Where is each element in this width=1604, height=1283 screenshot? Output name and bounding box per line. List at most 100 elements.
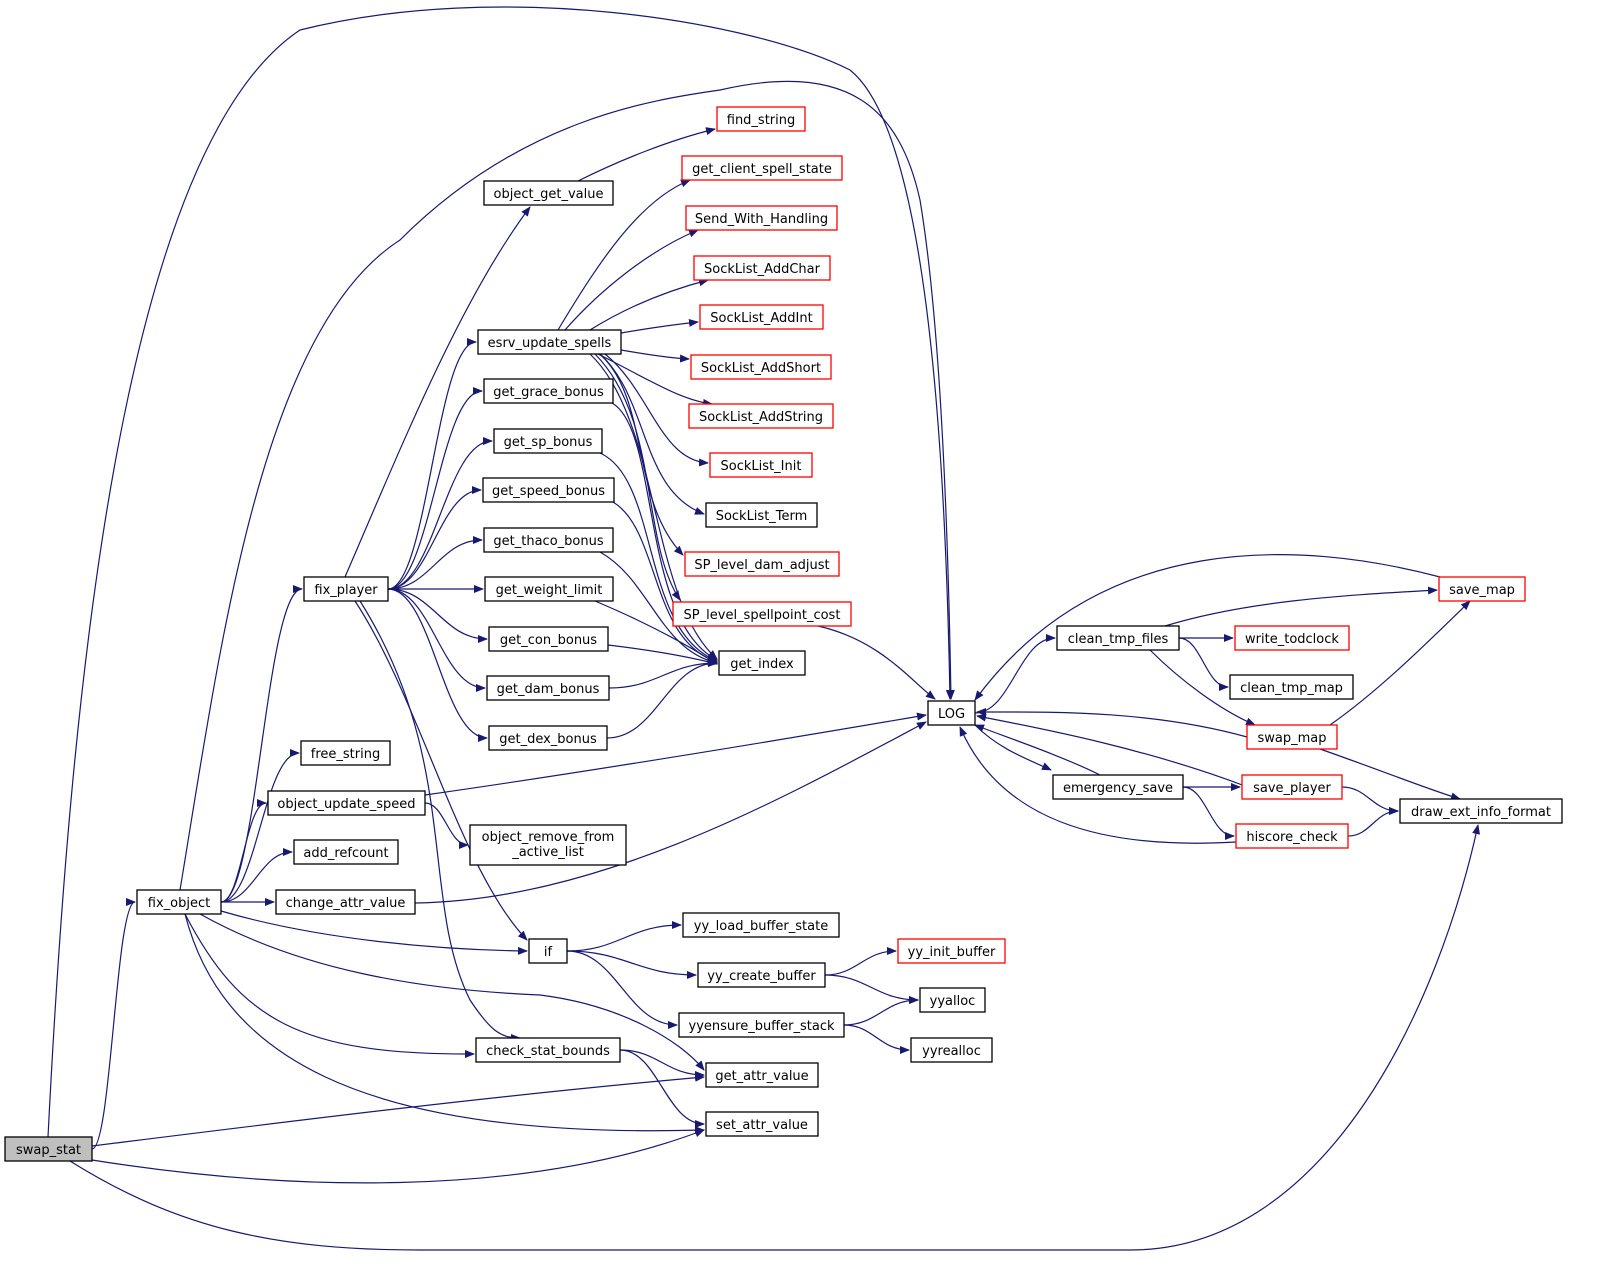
- node-yy_load_buffer_state[interactable]: yy_load_buffer_state: [682, 912, 840, 938]
- node-box: [528, 938, 568, 964]
- edge-fix_player-to-get_grace_bonus: [387, 387, 483, 590]
- edge-fix_object-to-free_string: [220, 749, 300, 903]
- node-box: [267, 790, 426, 816]
- node-label: get_index: [730, 657, 794, 672]
- node-yyalloc[interactable]: yyalloc: [919, 987, 986, 1013]
- node-label: get_speed_bonus: [492, 484, 605, 499]
- node-label: get_grace_bonus: [493, 385, 604, 400]
- node-SockList_AddInt[interactable]: SockList_AddInt: [699, 304, 824, 330]
- edge-yy_create_buffer-to-yy_init_buffer: [824, 947, 897, 976]
- node-box: [681, 155, 843, 181]
- node-get_dam_bonus[interactable]: get_dam_bonus: [486, 675, 610, 701]
- node-box: [684, 551, 840, 577]
- node-get_grace_bonus[interactable]: get_grace_bonus: [483, 378, 614, 404]
- node-label: swap_stat: [16, 1143, 81, 1158]
- node-SockList_AddShort[interactable]: SockList_AddShort: [690, 354, 832, 380]
- node-get_client_spell_state[interactable]: get_client_spell_state: [681, 155, 843, 181]
- node-box: [486, 675, 610, 701]
- node-box: [482, 477, 615, 503]
- node-box: [685, 205, 838, 231]
- node-set_attr_value[interactable]: set_attr_value: [705, 1111, 819, 1137]
- node-draw_ext_info_format[interactable]: draw_ext_info_format: [1399, 798, 1563, 824]
- node-object_update_speed[interactable]: object_update_speed: [267, 790, 426, 816]
- node-label: fix_object: [148, 896, 210, 911]
- node-label: find_string: [727, 113, 796, 128]
- node-box: [488, 626, 609, 652]
- node-label: SP_level_dam_adjust: [694, 558, 829, 573]
- node-check_stat_bounds[interactable]: check_stat_bounds: [475, 1037, 621, 1063]
- node-yy_create_buffer[interactable]: yy_create_buffer: [697, 962, 826, 988]
- node-label: object_get_value: [494, 187, 604, 202]
- edge-swap_map-to-LOG: [976, 707, 1248, 738]
- node-object_get_value[interactable]: object_get_value: [483, 180, 614, 206]
- node-label: yy_create_buffer: [707, 969, 816, 984]
- node-SockList_Init[interactable]: SockList_Init: [709, 452, 813, 478]
- node-save_player[interactable]: save_player: [1241, 774, 1343, 800]
- edge-check_stat_bounds-to-get_attr_value: [619, 1049, 705, 1079]
- node-box: [1241, 774, 1343, 800]
- node-add_refcount[interactable]: add_refcount: [293, 839, 399, 865]
- node-box: [477, 329, 622, 355]
- node-change_attr_value[interactable]: change_attr_value: [275, 889, 416, 915]
- node-box: [1246, 724, 1338, 750]
- node-Send_With_Handling[interactable]: Send_With_Handling: [685, 205, 838, 231]
- node-box: [1235, 823, 1349, 849]
- edge-esrv_update_spells-to-Send_With_Handling: [564, 229, 699, 331]
- node-SockList_AddChar[interactable]: SockList_AddChar: [693, 255, 831, 281]
- nodes-layer: swap_stat fix_object fix_player free_string…: [4, 106, 1563, 1162]
- node-object_remove_from_active_list[interactable]: object_remove_from_active_list: [469, 824, 627, 866]
- node-fix_object[interactable]: fix_object: [136, 889, 222, 915]
- node-box: [1234, 625, 1350, 651]
- node-esrv_update_spells[interactable]: esrv_update_spells: [477, 329, 622, 355]
- node-label: change_attr_value: [286, 896, 406, 911]
- node-label: draw_ext_info_format: [1411, 805, 1551, 820]
- node-get_con_bonus[interactable]: get_con_bonus: [488, 626, 609, 652]
- node-fix_player[interactable]: fix_player: [303, 576, 389, 602]
- node-yyrealloc[interactable]: yyrealloc: [910, 1037, 993, 1063]
- node-swap_stat[interactable]: swap_stat: [4, 1136, 93, 1162]
- node-hiscore_check[interactable]: hiscore_check: [1235, 823, 1349, 849]
- node-SP_level_spellpoint_cost[interactable]: SP_level_spellpoint_cost: [672, 601, 852, 627]
- node-free_string[interactable]: free_string: [300, 740, 391, 766]
- node-label: object_remove_from: [482, 830, 615, 845]
- node-label: get_dam_bonus: [497, 682, 600, 697]
- node-get_weight_limit[interactable]: get_weight_limit: [484, 576, 614, 602]
- node-find_string[interactable]: find_string: [716, 106, 806, 132]
- node-swap_map[interactable]: swap_map: [1246, 724, 1338, 750]
- edge-fix_object-to-check_stat_bounds: [184, 913, 475, 1059]
- edge-yy_create_buffer-to-yyalloc: [824, 974, 919, 1004]
- edge-esrv_update_spells-to-get_client_spell_state: [557, 179, 691, 331]
- node-yy_init_buffer[interactable]: yy_init_buffer: [897, 938, 1006, 964]
- edge-fix_player-to-check_stat_bounds: [359, 600, 521, 1042]
- node-LOG[interactable]: LOG: [927, 700, 976, 726]
- node-write_todclock[interactable]: write_todclock: [1234, 625, 1350, 651]
- node-label: fix_player: [314, 583, 378, 598]
- node-if[interactable]: if: [528, 938, 568, 964]
- node-emergency_save[interactable]: emergency_save: [1052, 774, 1184, 800]
- node-box: [469, 824, 627, 866]
- node-label: yyensure_buffer_stack: [689, 1019, 835, 1034]
- node-box: [303, 576, 389, 602]
- node-label: check_stat_bounds: [486, 1044, 610, 1059]
- node-get_thaco_bonus[interactable]: get_thaco_bonus: [483, 527, 614, 553]
- edge-fix_player-to-get_sp_bonus: [387, 437, 493, 590]
- node-get_sp_bonus[interactable]: get_sp_bonus: [493, 428, 603, 454]
- node-label: save_player: [1253, 781, 1331, 796]
- node-clean_tmp_map[interactable]: clean_tmp_map: [1229, 674, 1354, 700]
- edge-get_con_bonus-to-get_index: [607, 644, 718, 666]
- node-yyensure_buffer_stack[interactable]: yyensure_buffer_stack: [678, 1012, 845, 1038]
- node-box: [705, 502, 818, 528]
- node-SockList_Term[interactable]: SockList_Term: [705, 502, 818, 528]
- edge-esrv_update_spells-to-SockList_AddChar: [589, 278, 709, 331]
- node-get_index[interactable]: get_index: [718, 650, 806, 676]
- node-SP_level_dam_adjust[interactable]: SP_level_dam_adjust: [684, 551, 840, 577]
- edge-swap_map-to-save_map: [1329, 600, 1471, 726]
- edge-swap_stat-to-LOG: [47, 6, 954, 1138]
- node-save_map[interactable]: save_map: [1438, 576, 1526, 602]
- node-get_speed_bonus[interactable]: get_speed_bonus: [482, 477, 615, 503]
- node-label: yy_load_buffer_state: [694, 919, 828, 934]
- node-get_dex_bonus[interactable]: get_dex_bonus: [488, 725, 608, 751]
- node-clean_tmp_files[interactable]: clean_tmp_files: [1056, 625, 1180, 651]
- node-get_attr_value[interactable]: get_attr_value: [705, 1062, 819, 1088]
- node-SockList_AddString[interactable]: SockList_AddString: [688, 403, 834, 429]
